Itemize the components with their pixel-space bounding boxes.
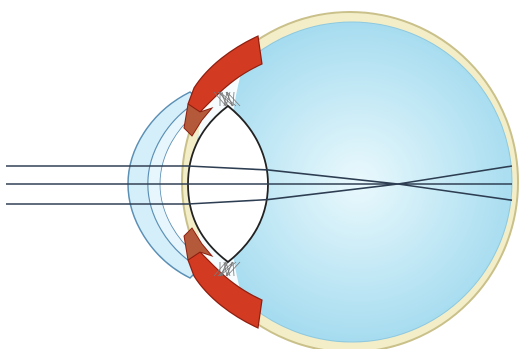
eye-cross-section-diagram [0, 0, 532, 349]
